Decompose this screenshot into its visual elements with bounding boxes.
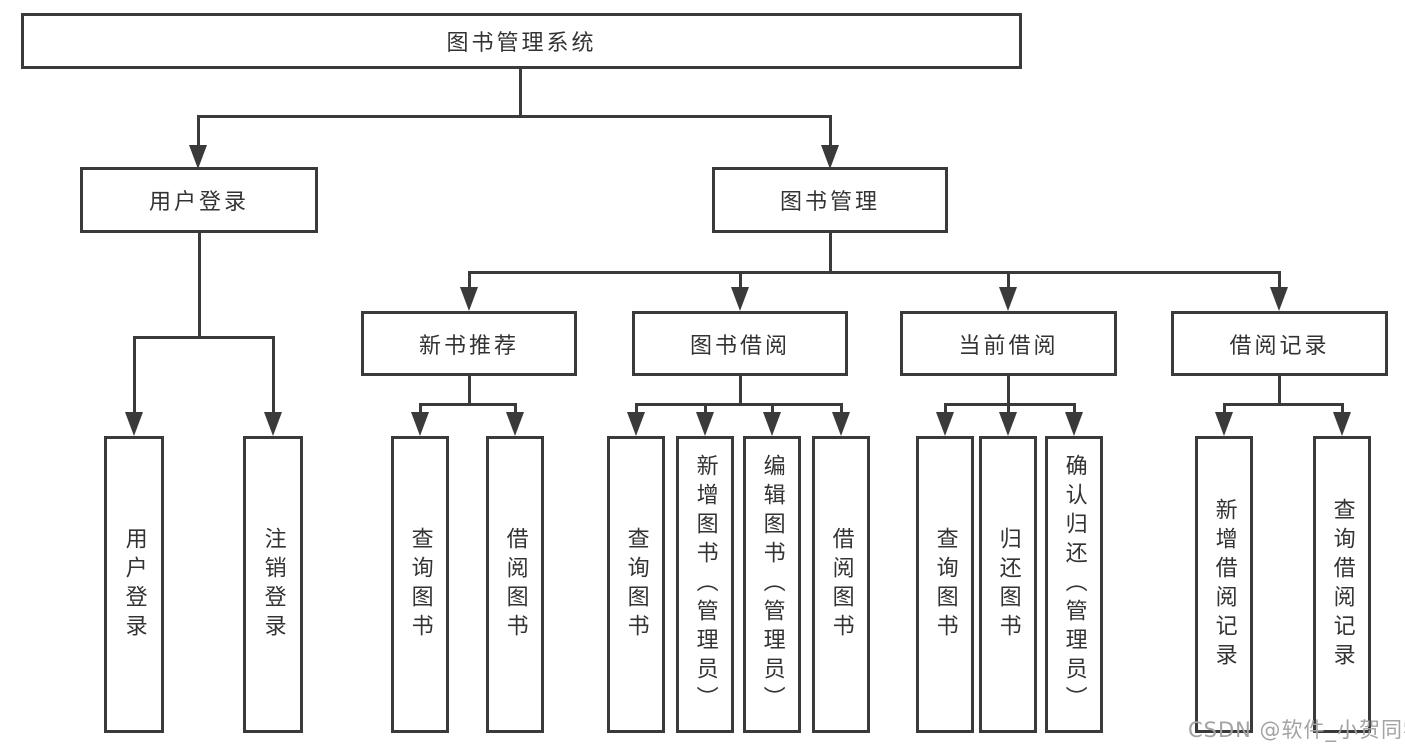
arrow-down-icon	[1065, 412, 1083, 436]
arrow-down-icon	[411, 412, 429, 436]
leaf-cb-return: 归还图书	[979, 436, 1037, 733]
connector-drop-new-books	[468, 271, 471, 289]
leaf-cb-confirm: 确认归还（管理员）	[1045, 436, 1103, 733]
arrow-down-icon	[1333, 412, 1351, 436]
arrow-down-icon	[999, 412, 1017, 436]
watermark-text: CSDN @软件_小贺同学	[1188, 718, 1405, 742]
arrow-down-icon	[506, 412, 524, 436]
node-root: 图书管理系统	[21, 13, 1022, 69]
node-new-books: 新书推荐	[361, 311, 577, 376]
leaf-user-login: 用户登录	[104, 436, 164, 733]
connector-userlogin-bar	[133, 336, 275, 339]
arrow-down-icon	[264, 412, 282, 436]
leaf-br-query: 查询借阅记录	[1313, 436, 1371, 733]
leaf-br-add: 新增借阅记录	[1195, 436, 1253, 733]
leaf-nb-query: 查询图书	[391, 436, 449, 733]
arrow-down-icon	[1215, 412, 1233, 436]
connector-drop-records	[1278, 271, 1281, 289]
leaf-bb-edit-label: 编辑图书（管理员）	[759, 454, 785, 715]
leaf-cb-confirm-label: 确认归还（管理员）	[1061, 454, 1087, 715]
node-records: 借阅记录	[1171, 311, 1388, 376]
connector-current-stem	[1007, 376, 1010, 403]
node-current-label: 当前借阅	[958, 333, 1059, 359]
arrow-down-icon	[696, 412, 714, 436]
leaf-cb-query: 查询图书	[916, 436, 974, 733]
connector-records-bar	[1223, 403, 1343, 406]
leaf-logout: 注销登录	[243, 436, 303, 733]
connector-drop-leaf-user-login	[133, 336, 136, 414]
connector-drop-br-query	[1341, 403, 1344, 414]
connector-drop-current	[1007, 271, 1010, 289]
connector-drop-cb-query	[944, 403, 947, 414]
arrow-down-icon	[189, 145, 207, 169]
arrow-down-icon	[763, 412, 781, 436]
node-new-books-label: 新书推荐	[418, 333, 519, 359]
node-book-mgmt-branch-label: 图书管理	[779, 190, 880, 215]
connector-drop-bb-borrow	[840, 403, 843, 414]
connector-drop-bb-query	[635, 403, 638, 414]
connector-drop-bb-add	[704, 403, 707, 414]
node-borrow-label: 图书借阅	[689, 333, 790, 359]
arrow-down-icon	[731, 287, 749, 311]
connector-records-stem	[1278, 376, 1281, 403]
leaf-bb-add-label: 新增图书（管理员）	[692, 454, 718, 715]
connector-drop-book-mgmt	[829, 115, 832, 147]
node-records-label: 借阅记录	[1229, 333, 1330, 359]
leaf-bb-query-label: 查询图书	[623, 526, 649, 643]
arrow-down-icon	[821, 145, 839, 169]
connector-userlogin-stem	[198, 233, 201, 336]
node-user-login-branch: 用户登录	[80, 167, 318, 233]
arrow-down-icon	[936, 412, 954, 436]
connector-drop-borrow	[739, 271, 742, 289]
leaf-br-query-label: 查询借阅记录	[1329, 497, 1355, 672]
node-borrow: 图书借阅	[632, 311, 848, 376]
arrow-down-icon	[999, 287, 1017, 311]
node-root-label: 图书管理系统	[446, 31, 597, 56]
leaf-nb-query-label: 查询图书	[407, 526, 433, 643]
connector-drop-br-add	[1223, 403, 1226, 414]
connector-borrow-stem	[739, 376, 742, 403]
connector-newbooks-stem	[468, 376, 471, 403]
node-user-login-branch-label: 用户登录	[148, 190, 249, 215]
connector-drop-nb-borrow	[514, 403, 517, 414]
leaf-br-add-label: 新增借阅记录	[1211, 497, 1237, 672]
connector-bookmgmt-bar	[468, 271, 1280, 274]
connector-newbooks-bar	[419, 403, 516, 406]
arrow-down-icon	[125, 412, 143, 436]
node-book-mgmt-branch: 图书管理	[712, 167, 948, 233]
leaf-cb-query-label: 查询图书	[932, 526, 958, 643]
connector-root-bar	[197, 115, 831, 118]
leaf-bb-borrow: 借阅图书	[812, 436, 870, 733]
connector-drop-leaf-logout	[272, 336, 275, 414]
connector-drop-bb-edit	[771, 403, 774, 414]
connector-drop-user-login	[197, 115, 200, 147]
connector-drop-cb-return	[1007, 403, 1010, 414]
arrow-down-icon	[1270, 287, 1288, 311]
leaf-nb-borrow-label: 借阅图书	[502, 526, 528, 643]
leaf-cb-return-label: 归还图书	[995, 526, 1021, 643]
arrow-down-icon	[627, 412, 645, 436]
connector-drop-nb-query	[419, 403, 422, 414]
connector-borrow-bar	[636, 403, 842, 406]
arrow-down-icon	[460, 287, 478, 311]
leaf-bb-query: 查询图书	[607, 436, 665, 733]
node-current: 当前借阅	[900, 311, 1117, 376]
connector-bookmgmt-stem	[829, 233, 832, 273]
connector-drop-cb-confirm	[1073, 403, 1076, 414]
leaf-logout-label: 注销登录	[260, 526, 286, 643]
leaf-bb-borrow-label: 借阅图书	[828, 526, 854, 643]
connector-root-stem	[519, 69, 522, 116]
leaf-bb-edit: 编辑图书（管理员）	[743, 436, 801, 733]
leaf-user-login-label: 用户登录	[121, 526, 147, 643]
leaf-bb-add: 新增图书（管理员）	[676, 436, 734, 733]
leaf-nb-borrow: 借阅图书	[486, 436, 544, 733]
arrow-down-icon	[832, 412, 850, 436]
